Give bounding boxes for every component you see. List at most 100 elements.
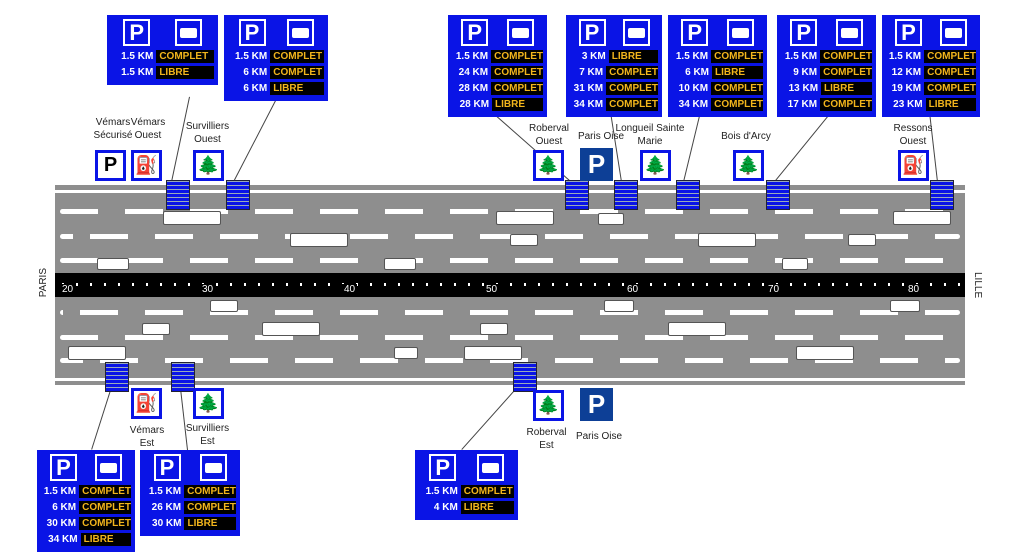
leader-line xyxy=(683,115,700,182)
secure-parking-icon: P xyxy=(95,150,126,181)
distance: 30 KM xyxy=(152,518,182,529)
roadside-display-panel xyxy=(676,180,700,210)
roadside-display-panel xyxy=(930,180,954,210)
vehicle xyxy=(782,258,808,270)
rest-area-icon: 🌲 xyxy=(733,150,764,181)
status: COMPLET xyxy=(606,66,658,79)
truck-shape xyxy=(179,27,197,38)
km-marker: 40 xyxy=(342,284,358,295)
status: COMPLET xyxy=(606,82,658,95)
distance: 31 KM xyxy=(573,83,604,94)
vehicle xyxy=(480,323,508,335)
distance: 6 KM xyxy=(243,67,268,78)
sign-header: P xyxy=(886,19,976,46)
status: COMPLET xyxy=(820,98,872,111)
vehicle xyxy=(68,346,126,360)
distance: 23 KM xyxy=(893,99,923,110)
distance: 34 KM xyxy=(48,534,78,545)
area-label: Survilliers Est xyxy=(185,423,230,447)
parking-icon: P xyxy=(153,454,181,481)
status: LIBRE xyxy=(712,66,763,79)
km-marker: 60 xyxy=(625,284,641,295)
distance: 7 KM xyxy=(579,67,604,78)
rest-area-icon: 🌲 xyxy=(193,388,224,419)
leader-line xyxy=(233,96,278,182)
distance: 10 KM xyxy=(678,83,709,94)
status: COMPLET xyxy=(491,50,543,63)
lane-marking xyxy=(60,358,960,363)
sign-header: P xyxy=(41,454,131,481)
lane-marking xyxy=(60,310,960,315)
truck-icon xyxy=(835,19,863,46)
fuel-icon: ⛽ xyxy=(131,388,162,419)
roadside-display-panel xyxy=(105,362,129,392)
rest-area-icon: 🌲 xyxy=(533,150,564,181)
area-label: Paris Oise xyxy=(577,131,625,142)
distance: 1.5 KM xyxy=(888,51,922,62)
fuel-icon: ⛽ xyxy=(131,150,162,181)
rest-area-icon: 🌲 xyxy=(193,150,224,181)
truck-icon xyxy=(940,19,967,46)
area-label: Vémars Sécurisé xyxy=(93,117,133,141)
parking-icon: P xyxy=(50,454,77,481)
lane-marking xyxy=(60,258,960,263)
lane-marking xyxy=(60,335,960,340)
direction-lille: LILLE xyxy=(972,272,983,299)
truck-shape xyxy=(945,27,962,38)
distance: 6 KM xyxy=(52,502,77,513)
truck-icon xyxy=(286,19,314,46)
parking-icon: P xyxy=(461,19,489,46)
truck-icon xyxy=(506,19,534,46)
status: COMPLET xyxy=(79,517,131,530)
truck-shape xyxy=(511,27,529,38)
status: COMPLET xyxy=(711,98,763,111)
truck-icon xyxy=(622,19,650,46)
distance: 3 KM xyxy=(581,51,606,62)
distance: 1.5 KM xyxy=(148,486,182,497)
vehicle xyxy=(210,300,238,312)
truck-icon xyxy=(174,19,202,46)
status: COMPLET xyxy=(156,50,214,63)
vehicle xyxy=(262,322,320,336)
vehicle xyxy=(496,211,554,225)
status: COMPLET xyxy=(924,66,976,79)
sign-header: P xyxy=(570,19,658,46)
leader-line xyxy=(774,111,832,182)
sign-header: P xyxy=(419,454,514,481)
distance: 26 KM xyxy=(151,502,182,513)
status: COMPLET xyxy=(711,82,763,95)
status: COMPLET xyxy=(79,485,131,498)
distance: 1.5 KM xyxy=(675,51,709,62)
distance: 30 KM xyxy=(46,518,77,529)
vehicle xyxy=(142,323,170,335)
status: LIBRE xyxy=(925,98,976,111)
status: LIBRE xyxy=(492,98,543,111)
distance: 1.5 KM xyxy=(121,67,154,78)
parking-icon: P xyxy=(580,388,613,421)
truck-shape xyxy=(291,27,309,38)
road-edge-line xyxy=(55,190,965,193)
rest-area-icon: 🌲 xyxy=(640,150,671,181)
area-label: Roberval Est xyxy=(526,427,567,451)
parking-icon: P xyxy=(429,454,457,481)
